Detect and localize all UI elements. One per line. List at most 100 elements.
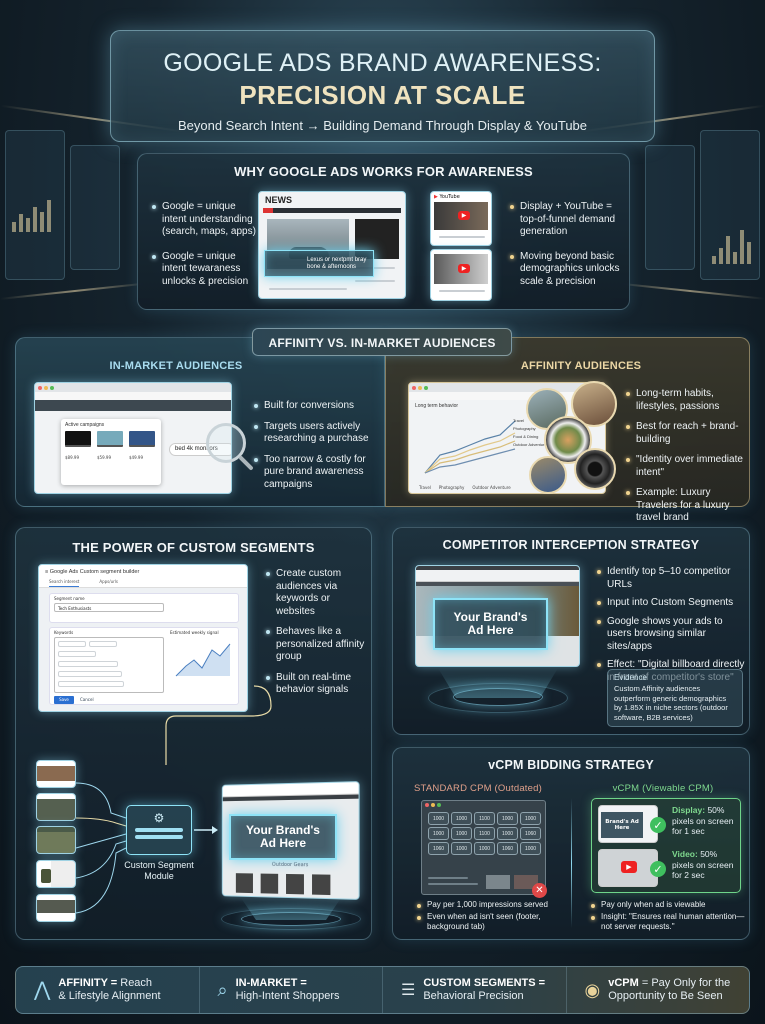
source-site-4	[36, 860, 76, 888]
affinity-panel: AFFINITY AUDIENCES Long term behavior Tr…	[385, 337, 750, 523]
brand-ad-placeholder[interactable]: Your Brand's Ad Here	[229, 814, 337, 860]
impression-cell: 1000	[497, 812, 518, 825]
competitor-ad-placeholder[interactable]: Your Brand's Ad Here	[433, 598, 548, 650]
news-site-mockup: NEWS	[258, 191, 406, 299]
save-button[interactable]: Save	[54, 696, 74, 704]
keywords-box[interactable]	[54, 637, 164, 693]
youtube-play-icon[interactable]: ▶	[621, 861, 637, 873]
evidence-box: Evidence Custom Affinity audiences outpe…	[607, 669, 743, 727]
source-site-3	[36, 826, 76, 854]
sliders-icon: ☰	[401, 981, 416, 999]
bullet: Google = unique intent tewaraness unlock…	[150, 251, 260, 289]
youtube-card-1: ▶ YouTube ▶	[430, 191, 492, 246]
segment-name-input[interactable]: Tech Enthusiasts	[54, 603, 164, 612]
impression-cell: 1000	[520, 812, 541, 825]
chart-title: Long term behavior	[415, 403, 459, 409]
tab-apps-urls[interactable]: Apps/urls	[99, 579, 118, 584]
network-icon: ⚙	[153, 811, 165, 825]
impression-cell: 1060	[428, 842, 449, 855]
impression-cell: 1000	[451, 842, 472, 855]
impression-cell: 1000	[451, 812, 472, 825]
vcpm-viewable-heading: vCPM (Viewable CPM)	[612, 783, 714, 794]
rejected-x-icon: ✕	[532, 883, 547, 898]
connector-lines	[75, 685, 272, 914]
bullet: Built on real-time behavior signals	[264, 672, 368, 697]
impression-cell: 1100	[474, 827, 495, 840]
affinity-logo-icon: ⋀	[34, 978, 51, 1001]
bullet: Example: Luxury Travelers for a luxury t…	[624, 487, 748, 525]
why-heading: WHY GOOGLE ADS WORKS FOR AWARENESS	[234, 164, 533, 179]
active-campaigns-popup: Active campaigns $89.99 $59.99 $49.99	[61, 419, 161, 485]
affinity-vs-heading-tab: AFFINITY VS. IN-MARKET AUDIENCES	[252, 328, 512, 356]
bullet: Moving beyond basic demographics unlocks…	[508, 251, 626, 289]
bullet: Best for reach + brand-building	[624, 421, 748, 446]
bullet: Pay per 1,000 impressions served	[415, 900, 565, 910]
bullet: Input into Custom Segments	[595, 597, 745, 610]
source-site-5	[36, 894, 76, 922]
why-panel: WHY GOOGLE ADS WORKS FOR AWARENESS Googl…	[137, 153, 630, 310]
play-icon[interactable]: ▶	[458, 264, 470, 273]
custom-segments-panel: THE POWER OF CUSTOM SEGMENTS ≡ Google Ad…	[15, 527, 372, 940]
bullet: Display + YouTube = top-of-funnel demand…	[508, 201, 626, 239]
legend-custom-segments: ☰ CUSTOM SEGMENTS =Behavioral Precision	[383, 967, 567, 1013]
cancel-button[interactable]: Cancel	[80, 697, 94, 702]
bullet: Insight: "Ensures real human attention—n…	[589, 912, 747, 932]
check-icon: ✓	[650, 817, 666, 833]
segment-builder-mockup: ≡ Google Ads Custom segment builder Sear…	[38, 564, 248, 712]
tab-search-interest[interactable]: Search interest	[49, 579, 80, 587]
bullet: Long-term habits, lifestyles, passions	[624, 388, 748, 413]
legend-in-market: ⌕ IN-MARKET =High-Intent Shoppers	[200, 967, 383, 1013]
standard-cpm-bullets: Pay per 1,000 impressions served Even wh…	[415, 900, 565, 940]
video-ad-mockup: ▶	[598, 849, 658, 887]
affinity-heading: AFFINITY AUDIENCES	[520, 360, 642, 372]
custom-segments-bullets: Create custom audiences via keywords or …	[264, 568, 368, 705]
title-line-2: PRECISION AT SCALE	[239, 80, 526, 110]
bullet: Pay only when ad is viewable	[589, 900, 747, 910]
bullet: Create custom audiences via keywords or …	[264, 568, 368, 618]
legend-affinity: ⋀ AFFINITY = Reach& Lifestyle Alignment	[16, 967, 200, 1013]
eye-icon: ◉	[584, 979, 601, 1000]
title-line-1: GOOGLE ADS BRAND AWARENESS:	[163, 49, 602, 77]
why-left-bullets: Google = unique intent understanding (se…	[150, 201, 260, 296]
vcpm-bullets: Pay only when ad is viewable Insight: "E…	[589, 900, 747, 940]
bullet: "Identity over immediate intent"	[624, 454, 748, 479]
bullet: Google = unique intent understanding (se…	[150, 201, 260, 239]
bullet: Identify top 5–10 competitor URLs	[595, 566, 745, 591]
why-right-bullets: Display + YouTube = top-of-funnel demand…	[508, 201, 626, 296]
standard-cpm-heading: STANDARD CPM (Outdated)	[414, 783, 542, 794]
impression-cell: 1000	[451, 827, 472, 840]
impression-cell: 1100	[474, 812, 495, 825]
youtube-logo-icon: ▶	[434, 194, 438, 200]
magnifier-icon	[206, 423, 246, 463]
hiker-photo	[526, 388, 568, 430]
shopping-browser-mockup: Active campaigns $89.99 $59.99 $49.99 be…	[34, 382, 232, 494]
impression-cell: 1000	[428, 812, 449, 825]
overlay-display-ad: Lexus or nextpmt bray bone & afternoons	[264, 250, 374, 277]
impression-cell: 1060	[497, 842, 518, 855]
vcpm-viewable-box: Brand's Ad Here ✓ Display: 50% pixels on…	[591, 798, 741, 893]
outdoor-photo	[529, 456, 567, 494]
impression-cell: 1000	[428, 827, 449, 840]
vcpm-panel: vCPM BIDDING STRATEGY STANDARD CPM (Outd…	[392, 747, 750, 940]
source-site-2	[36, 793, 76, 821]
display-ad-mockup: Brand's Ad Here	[598, 805, 658, 843]
impression-cell: 1000	[497, 827, 518, 840]
bullet: Google shows your ads to users browsing …	[595, 616, 745, 654]
camera-photo	[574, 448, 616, 490]
custom-segments-heading: THE POWER OF CUSTOM SEGMENTS	[72, 540, 315, 555]
module-label: Custom Segment Module	[124, 860, 194, 881]
vcpm-heading: vCPM BIDDING STRATEGY	[488, 758, 654, 772]
title-banner: GOOGLE ADS BRAND AWARENESS: PRECISION AT…	[110, 30, 655, 142]
summary-legend: ⋀ AFFINITY = Reach& Lifestyle Alignment …	[15, 966, 750, 1014]
subtitle: Beyond Search Intent → Building Demand T…	[177, 118, 588, 133]
chart-legend: Travel Photography Outdoor Adventure	[419, 485, 511, 490]
in-market-heading: IN-MARKET AUDIENCES	[109, 360, 243, 372]
source-site-1	[36, 760, 76, 788]
play-icon[interactable]: ▶	[458, 211, 470, 220]
competitor-panel: COMPETITOR INTERCEPTION STRATEGY Your Br…	[392, 527, 750, 735]
custom-segment-module: ⚙	[126, 805, 192, 855]
bullet: Built for conversions	[252, 400, 380, 413]
impression-cell: 1060	[520, 827, 541, 840]
search-person-icon: ⌕	[217, 979, 228, 1000]
